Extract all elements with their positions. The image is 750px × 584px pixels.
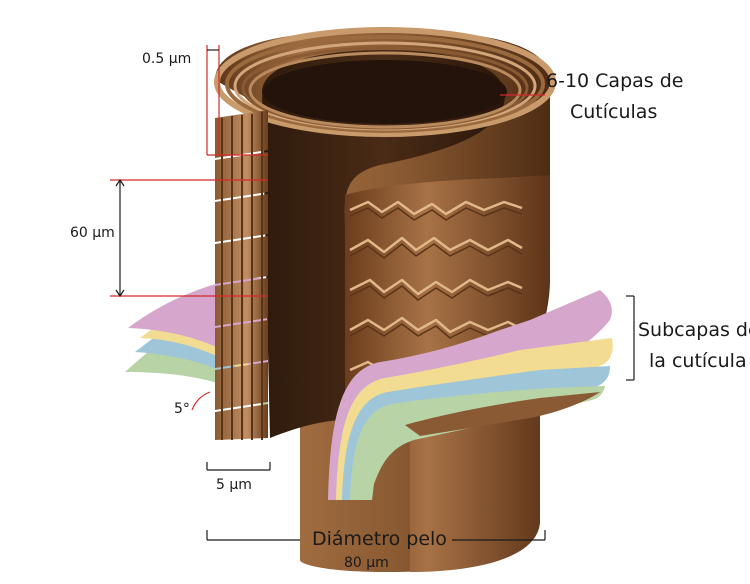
angle-label: 5°	[174, 401, 190, 417]
cuticle-thickness-label: 0.5 µm	[142, 51, 192, 67]
dimension-lines	[110, 45, 545, 411]
cuticle-layers-label-line2: Cutículas	[570, 101, 658, 123]
scale-stripes	[221, 112, 263, 440]
cuticle-fragment-edge	[405, 392, 600, 436]
cuticle-rings	[214, 27, 556, 137]
sublayers-label-line2: la cutícula	[649, 350, 747, 372]
scale-spacing-label: 60 µm	[70, 225, 115, 241]
diameter-label: Diámetro pelo	[312, 528, 447, 550]
diameter-value: 80 µm	[344, 555, 389, 571]
hair-inner-cortex	[262, 50, 505, 438]
dimension-markers	[115, 49, 635, 541]
hair-lumen	[263, 60, 507, 124]
cuticle-layers-label-line1: 6-10 Capas de	[546, 70, 684, 92]
sublayers-label-line1: Subcapas de	[638, 319, 750, 341]
sublayers-right	[328, 290, 613, 500]
sublayer-green-right	[350, 386, 605, 500]
scale-width-label: 5 µm	[216, 477, 252, 493]
